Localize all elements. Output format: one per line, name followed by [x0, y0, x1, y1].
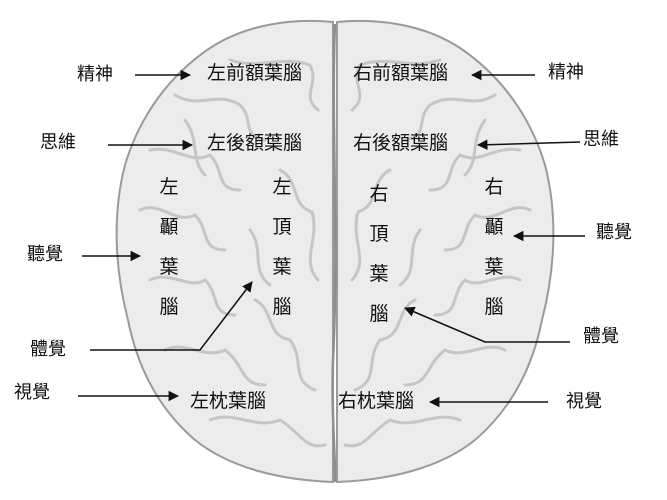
label-left-frontal: 左前額葉腦 — [207, 62, 303, 84]
label-left-rear-frontal: 左後額葉腦 — [207, 132, 303, 154]
label-spirit-left: 精神 — [77, 64, 113, 85]
longitudinal-fissure — [331, 23, 337, 483]
label-right-parietal: 右頂葉腦 — [369, 183, 389, 325]
label-hearing-right: 聽覺 — [596, 222, 632, 243]
left-gyri — [138, 58, 327, 448]
arrows — [78, 69, 585, 408]
label-right-temporal: 右顳葉腦 — [484, 176, 504, 318]
label-right-frontal: 右前額葉腦 — [353, 62, 449, 84]
label-body-right: 體覺 — [583, 326, 619, 347]
label-left-temporal: 左顳葉腦 — [159, 176, 179, 318]
label-hearing-left: 聽覺 — [27, 244, 63, 265]
label-body-left: 體覺 — [30, 339, 66, 360]
label-spirit-right: 精神 — [548, 62, 584, 83]
label-thinking-right: 思維 — [583, 129, 619, 150]
label-thinking-left: 思維 — [40, 132, 76, 153]
label-right-rear-frontal: 右後額葉腦 — [353, 132, 449, 154]
label-left-parietal: 左頂葉腦 — [272, 176, 292, 318]
label-left-occipital: 左枕葉腦 — [190, 390, 267, 412]
label-vision-left: 視覺 — [14, 382, 50, 403]
label-vision-right: 視覺 — [566, 391, 602, 412]
label-right-occipital: 右枕葉腦 — [338, 390, 415, 412]
right-gyri — [343, 58, 532, 448]
arrow-thinking-right — [476, 139, 581, 150]
arrow-body-left — [90, 281, 253, 351]
arrow-body-right — [404, 306, 570, 343]
